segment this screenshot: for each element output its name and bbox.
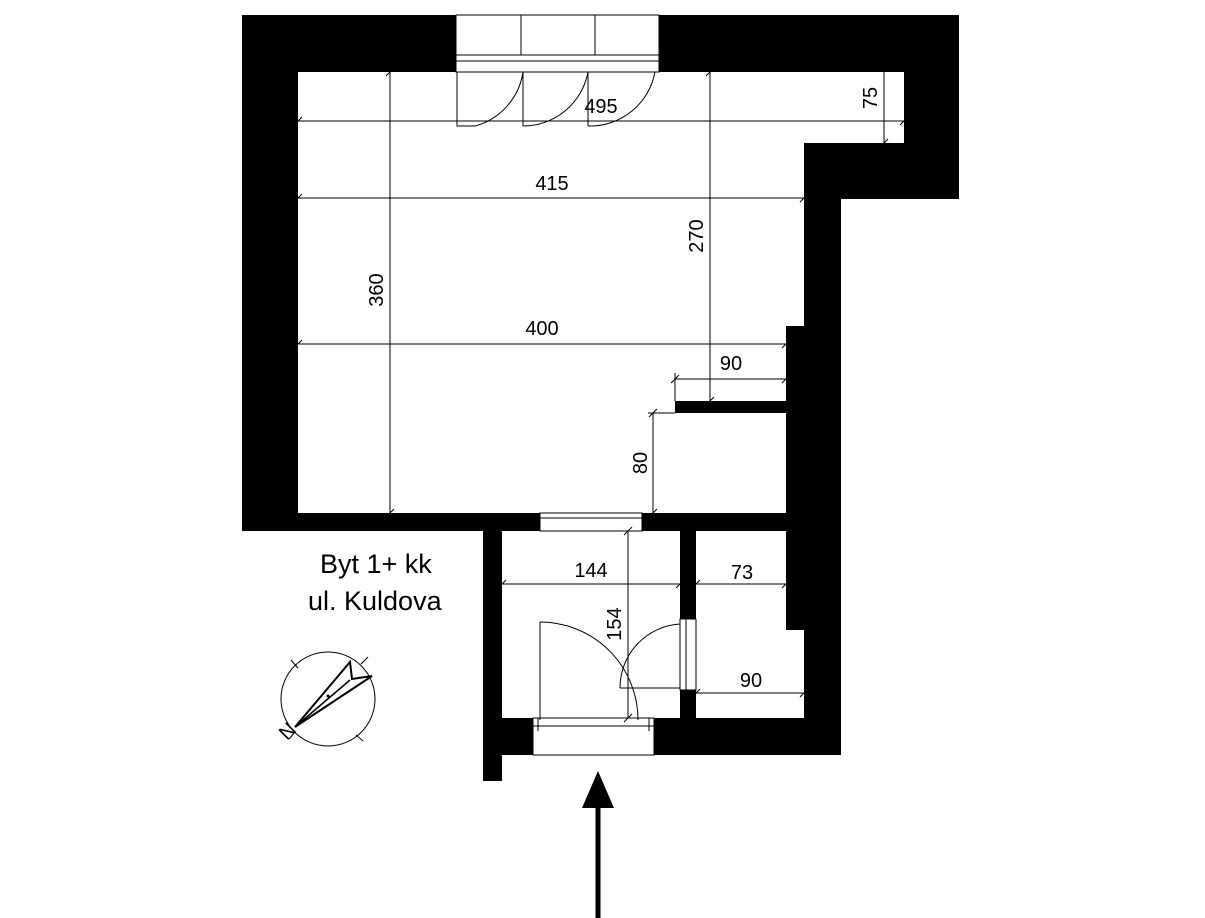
interior-opening [539,512,643,532]
dimension-labels: 495 75 415 270 360 400 90 80 144 73 154 … [366,87,882,692]
wall-partition-upper [680,531,696,619]
dim-80: 80 [630,452,652,474]
apartment-title: Byt 1+ kk [320,549,432,579]
dim-90-lower: 90 [740,670,762,692]
north-window [455,14,660,73]
wall-partition-lower [680,690,696,720]
dim-154: 154 [604,607,626,640]
wall-notch [822,54,904,72]
wardrobe-shelf [675,401,805,413]
dim-75: 75 [860,87,882,109]
bathroom-door [619,618,697,691]
dim-270: 270 [686,219,708,252]
dim-495: 495 [584,96,617,118]
walls [242,15,959,781]
dim-144: 144 [574,560,607,582]
street-name: ul. Kuldova [308,586,443,616]
wall-east [804,143,841,755]
window-sashes [456,71,656,127]
wall-hall-south-right [654,718,841,755]
dim-90-upper: 90 [720,353,742,375]
wall-south-right [642,513,806,531]
compass-icon: N [275,651,376,747]
wall-north-left [242,15,456,72]
compass-north-label: N [275,719,301,745]
wall-hall-south-left [483,718,533,755]
dimension-lines [293,49,909,723]
arrow-up-icon [582,771,614,918]
entrance-door [532,621,655,756]
wall-west [242,15,298,531]
dim-73: 73 [731,562,753,584]
dim-360: 360 [366,273,388,306]
dim-400: 400 [525,318,558,340]
dim-415: 415 [535,173,568,195]
wall-south-left [242,513,540,531]
